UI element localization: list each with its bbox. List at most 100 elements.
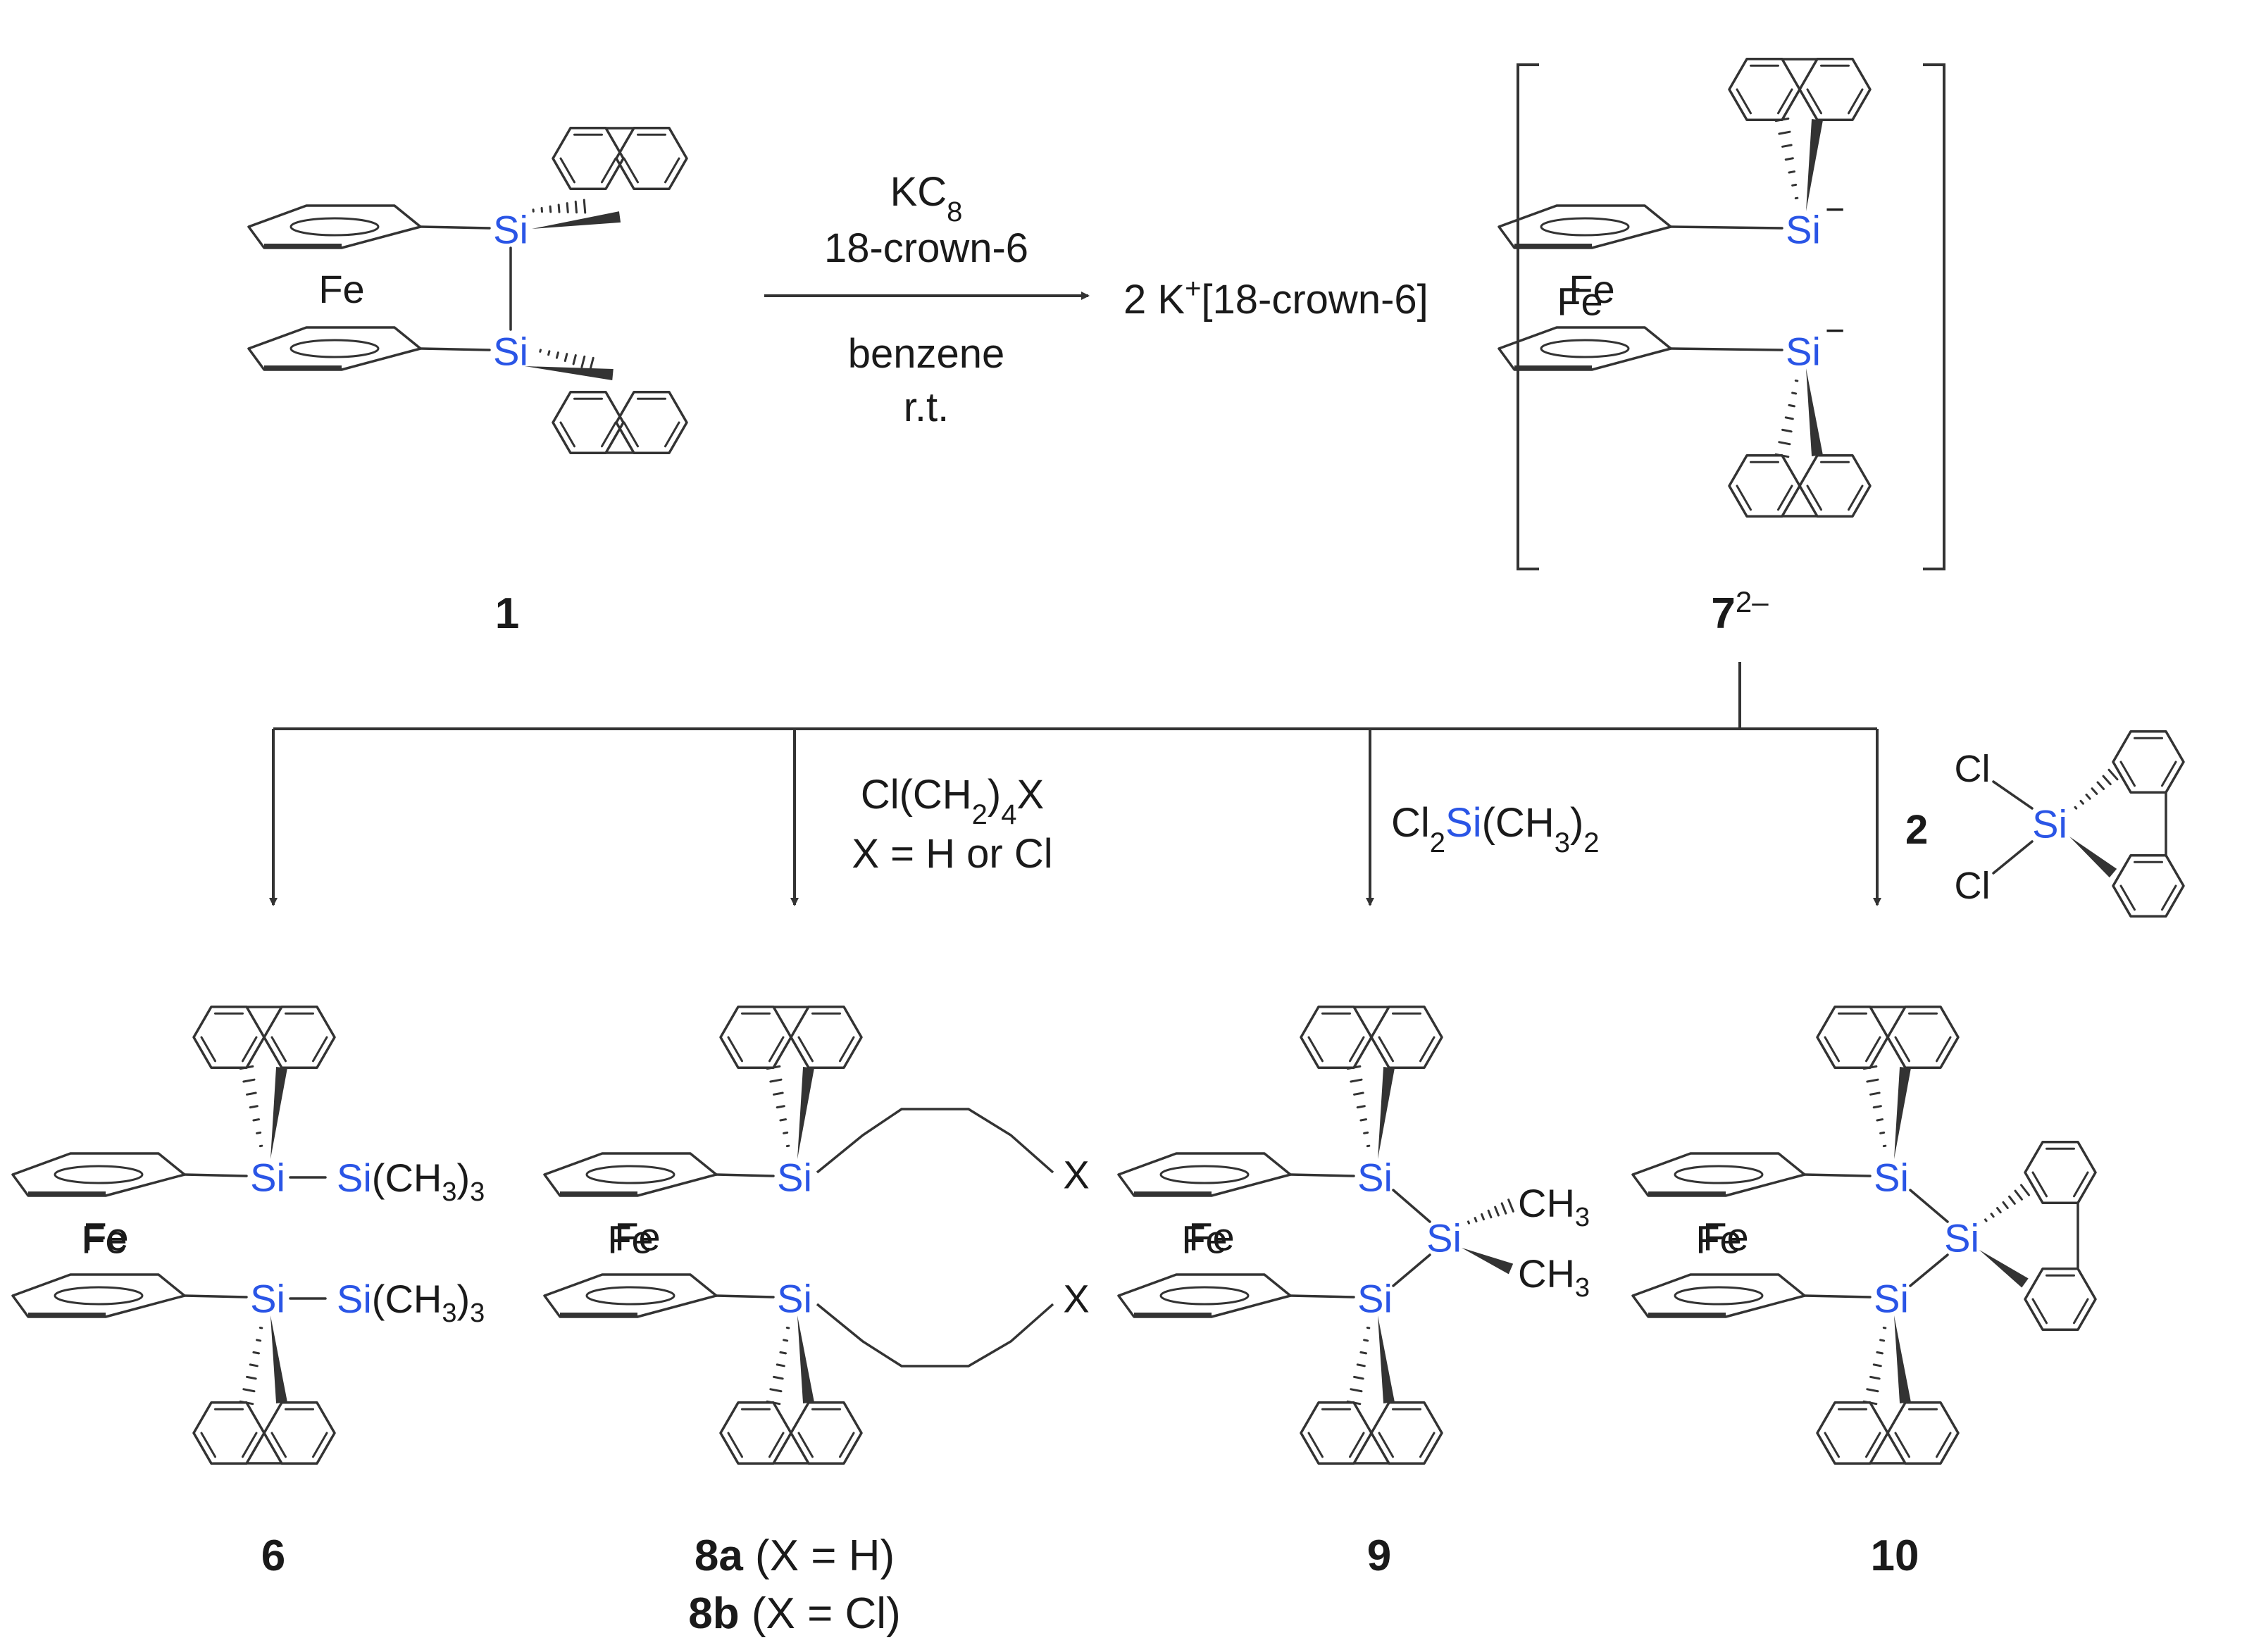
- aromatic-double-bond: [1378, 1432, 1394, 1458]
- hashed-bond: [249, 1105, 259, 1109]
- hashed-bond: [1778, 130, 1791, 135]
- hashed-bond: [1869, 1091, 1881, 1096]
- cp-aromatic-circle: [1540, 339, 1630, 358]
- aromatic-double-bond: [601, 421, 617, 448]
- wedge-bond: [1806, 368, 1823, 457]
- cp-aromatic-circle: [54, 1165, 144, 1184]
- cp-aromatic-circle: [54, 1286, 144, 1306]
- biphenyl-ring: [552, 126, 625, 191]
- aromatic-double-bond: [200, 1036, 216, 1063]
- hashed-bond: [1862, 1065, 1878, 1070]
- hashed-bond: [1487, 1209, 1493, 1219]
- aromatic-double-bond: [2119, 884, 2136, 911]
- biphenyl-ring: [1728, 57, 1801, 122]
- hashed-bond: [1791, 392, 1798, 395]
- aromatic-double-bond: [797, 1432, 814, 1458]
- methyl-group: CH3: [1518, 1251, 1590, 1303]
- biphenyl-ring: [615, 390, 688, 455]
- wedge-bond: [1979, 1250, 2029, 1288]
- biphenyl-ring: [1886, 1401, 1960, 1465]
- aromatic-double-bond: [242, 1432, 258, 1458]
- reagent-chloroalkane: Cl(CH2)4X: [861, 772, 1044, 830]
- iron-atom-label: Fe: [1695, 1218, 1741, 1262]
- silicon-atom-label: Si: [1426, 1216, 1462, 1260]
- biphenyl-ring: [1798, 453, 1872, 518]
- reagent-kc8: KC8: [890, 169, 963, 227]
- aromatic-double-bond: [1936, 1036, 1952, 1063]
- silicon-atom-label: Si: [1357, 1277, 1393, 1321]
- hashed-bond: [249, 1363, 259, 1368]
- aromatic-double-bond: [1736, 88, 1752, 115]
- hashed-bond: [256, 1339, 262, 1342]
- reagent-crown: 18-crown-6: [824, 225, 1028, 271]
- aromatic-double-bond: [839, 1036, 855, 1063]
- hashed-bond: [1996, 1207, 2002, 1214]
- hashed-bond: [1866, 1388, 1879, 1393]
- aromatic-double-bond: [312, 1432, 328, 1458]
- hashed-bond: [1781, 428, 1793, 433]
- aromatic-double-bond: [768, 1432, 785, 1458]
- iron-atom-label: Fe: [1569, 267, 1614, 311]
- silicon-atom-label: Si: [250, 1156, 285, 1200]
- biphenyl-ring: [615, 126, 688, 191]
- aromatic-double-bond: [664, 421, 680, 448]
- biphenyl-ring: [1370, 1401, 1443, 1465]
- bracket-left: [1517, 63, 1539, 570]
- butyl-chain: [816, 1108, 1054, 1174]
- aromatic-double-bond: [242, 1036, 258, 1063]
- aromatic-double-bond: [768, 1036, 785, 1063]
- hashed-bond: [1774, 117, 1790, 123]
- cp-si-bond: [1803, 1173, 1872, 1177]
- cp-front-edge: [28, 1191, 106, 1196]
- chlorine-atom-label: Cl: [1955, 865, 1991, 907]
- cp-front-edge: [1648, 1191, 1726, 1196]
- cp-front-edge: [560, 1313, 637, 1317]
- hashed-bond: [783, 1339, 789, 1342]
- silicon-atom-label: Si: [250, 1277, 285, 1321]
- hashed-bond: [1791, 183, 1798, 187]
- aromatic-double-bond: [664, 157, 680, 184]
- aromatic-double-bond: [1419, 1036, 1436, 1063]
- butyl-chain: [816, 1303, 1054, 1368]
- cp-si-bond: [1289, 1173, 1355, 1177]
- hashed-bond: [1353, 1091, 1364, 1096]
- hashed-bond: [1350, 1388, 1363, 1393]
- cp-si-bond: [419, 225, 491, 230]
- cp-aromatic-circle: [1159, 1286, 1250, 1306]
- aromatic-double-bond: [727, 1036, 743, 1063]
- silicon-atom-label: Si: [777, 1156, 812, 1200]
- wedge-bond: [1462, 1248, 1514, 1275]
- aromatic-double-bond: [727, 1432, 743, 1458]
- wedge-bond: [1378, 1315, 1395, 1404]
- hashed-bond: [773, 1091, 784, 1096]
- hashed-bond: [1788, 403, 1796, 408]
- aromatic-double-bond: [1865, 1036, 1881, 1063]
- biphenyl-ring: [1886, 1005, 1960, 1070]
- molecular-structures: FeSiSiFeSiSi−−FeSiClClFeSiSiSi(CH3)3Si(C…: [11, 57, 2185, 1465]
- hashed-bond: [1876, 1351, 1884, 1355]
- aromatic-double-bond: [1936, 1432, 1952, 1458]
- silicon-atom-label: Si: [2032, 802, 2067, 846]
- biphenyl-ring: [790, 1005, 863, 1070]
- compound-label-8b: 8b (X = Cl): [688, 1589, 900, 1638]
- substituent-x-label: X: [1063, 1153, 1089, 1197]
- hashed-bond: [1784, 416, 1794, 420]
- hashed-bond: [1781, 144, 1793, 148]
- cp-aromatic-circle: [1159, 1165, 1250, 1184]
- aromatic-double-bond: [2161, 761, 2177, 787]
- cp-front-edge: [560, 1191, 637, 1196]
- hashed-bond: [1788, 170, 1796, 174]
- wedge-bond: [525, 366, 614, 380]
- aromatic-double-bond: [1419, 1432, 1436, 1458]
- cp-front-edge: [28, 1313, 106, 1317]
- aromatic-double-bond: [1307, 1432, 1324, 1458]
- aromatic-double-bond: [1865, 1432, 1881, 1458]
- cp-front-edge: [264, 244, 342, 248]
- hashed-bond: [776, 1363, 785, 1368]
- aromatic-double-bond: [1307, 1036, 1324, 1063]
- hashed-bond: [2014, 1189, 2023, 1201]
- hashed-bond: [766, 1065, 781, 1070]
- hashed-bond: [769, 1388, 783, 1393]
- cp-si-bond: [419, 347, 491, 351]
